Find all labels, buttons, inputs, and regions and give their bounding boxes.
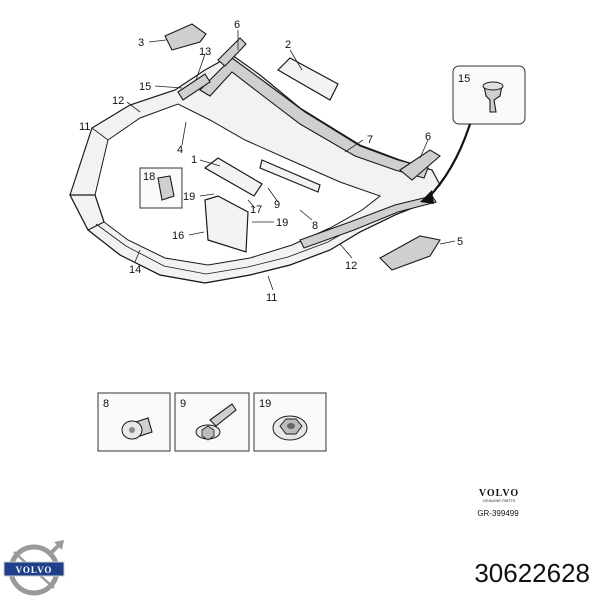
callout-13: 13	[199, 46, 211, 58]
reference-brand: VOLVO	[479, 488, 519, 499]
detail-label-9: 9	[180, 398, 186, 410]
right-hinge	[399, 149, 441, 181]
clip-3	[164, 23, 207, 51]
reference-sub: GENUINE PARTS	[483, 498, 516, 503]
leader-lines	[91, 30, 456, 291]
inset-arrow	[427, 123, 472, 199]
callout-4: 4	[177, 144, 183, 156]
left-rail	[69, 194, 105, 231]
callout-14: 14	[129, 264, 141, 276]
detail-box-9: 9	[174, 392, 250, 452]
callout-1: 1	[191, 154, 197, 166]
left-hinge	[217, 37, 247, 67]
callout-7: 7	[367, 134, 373, 146]
callout-6-top: 6	[234, 19, 240, 31]
callout-5: 5	[457, 236, 463, 248]
detail-label-8: 8	[103, 398, 109, 410]
detail-box-8: 8	[97, 392, 171, 452]
volvo-logo: VOLVO	[3, 540, 65, 596]
callout-12-right: 12	[345, 260, 357, 272]
air-channel	[203, 157, 263, 197]
detail-label-19: 19	[259, 398, 271, 410]
callout-17: 17	[250, 204, 262, 216]
callout-15-inset: 15	[458, 73, 470, 85]
callout-8: 8	[312, 220, 318, 232]
callout-19-left: 19	[183, 191, 195, 203]
hood-assembly	[69, 23, 441, 284]
front-seal	[299, 195, 437, 249]
callout-16: 16	[172, 230, 184, 242]
air-duct	[204, 195, 249, 253]
callout-19-mid: 19	[276, 217, 288, 229]
callout-11-bottom: 11	[266, 292, 277, 304]
insulation-pad	[277, 57, 339, 101]
cowl-strip	[199, 57, 429, 179]
latch-bracket	[379, 235, 441, 271]
callout-15: 15	[139, 81, 151, 93]
callout-12-left: 12	[112, 95, 124, 107]
callout-6-right: 6	[425, 131, 431, 143]
reference-code: GR-399499	[477, 509, 519, 518]
logo-brand-text: VOLVO	[16, 565, 53, 575]
push-clip	[483, 85, 503, 113]
detail-box-19: 19	[253, 392, 327, 452]
part-number: 30622628	[474, 558, 590, 588]
callout-9: 9	[274, 199, 280, 211]
callout-2: 2	[285, 39, 291, 51]
inset-15	[420, 65, 526, 204]
callout-11-left: 11	[79, 121, 90, 133]
reference-block: VOLVO GENUINE PARTS GR-399499	[477, 488, 519, 518]
callout-3: 3	[138, 37, 144, 49]
callouts: 3 6 2 13 15 12 11 4 1 18 19 7 6 9 17 19 …	[79, 19, 470, 304]
callout-18: 18	[143, 171, 155, 183]
